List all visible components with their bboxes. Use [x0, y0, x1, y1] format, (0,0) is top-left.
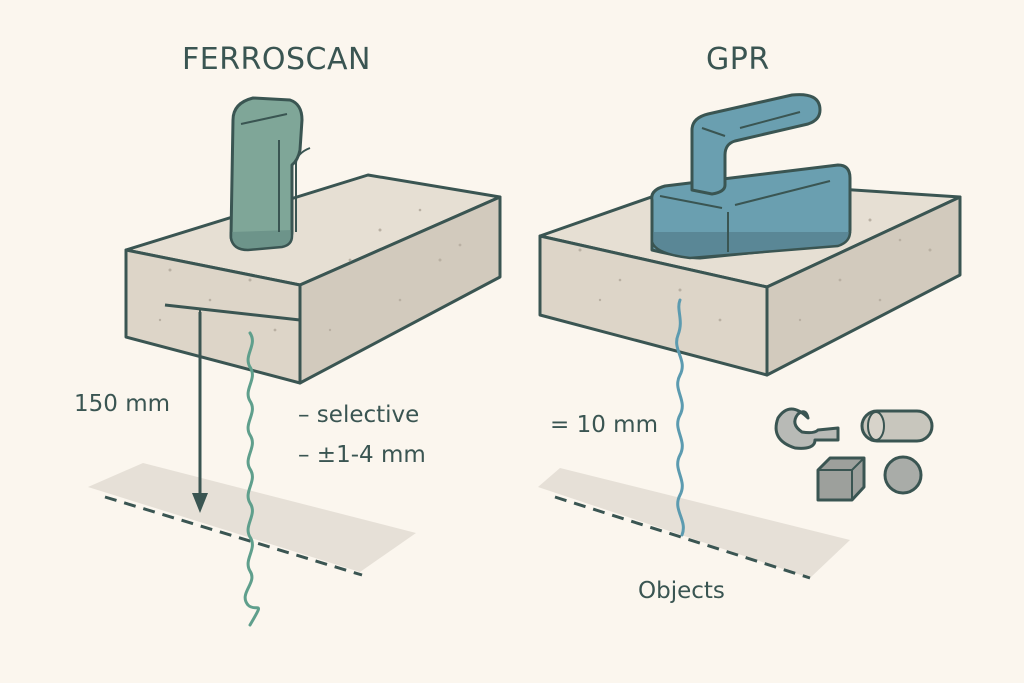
- gpr-wave: [675, 298, 685, 537]
- ferroscan-title: FERROSCAN: [182, 42, 371, 77]
- gpr-depth-label: = 10 mm: [550, 412, 658, 438]
- cylinder-icon: [860, 409, 934, 443]
- gpr-objects-label: Objects: [638, 578, 725, 604]
- ferroscan-wave: [243, 331, 261, 627]
- ferroscan-note-accuracy: – ±1-4 mm: [298, 442, 426, 468]
- gpr-device: [650, 93, 852, 260]
- ferroscan-depth-arrow: [192, 312, 208, 513]
- ferroscan-concrete-block: [124, 173, 502, 385]
- gpr-panel: [538, 93, 962, 580]
- ferroscan-panel: [88, 96, 502, 627]
- ferroscan-depth-label: 150 mm: [74, 391, 171, 417]
- ferroscan-note-selective: – selective: [298, 402, 420, 428]
- rebar-hook-icon: [774, 407, 840, 450]
- cube-icon: [816, 456, 866, 502]
- gpr-objects: [774, 407, 934, 502]
- gpr-target-layer: [538, 468, 850, 580]
- sphere-icon: [883, 455, 923, 495]
- gpr-title: GPR: [706, 42, 770, 77]
- ferroscan-device: [229, 96, 311, 252]
